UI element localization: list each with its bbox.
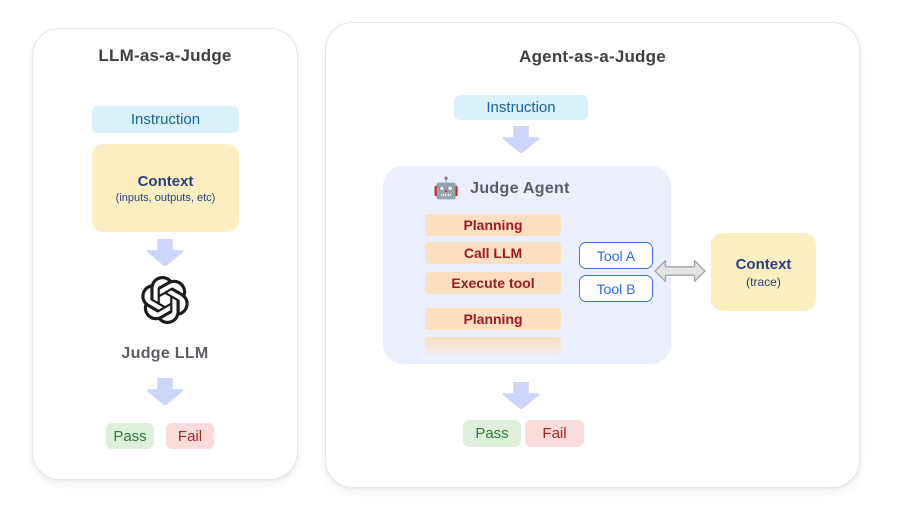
context-title: Context (735, 255, 792, 273)
down-arrow-icon (503, 126, 539, 153)
agent-step-execute-tool: Execute tool (425, 272, 561, 294)
tool-a-box: Tool A (579, 242, 653, 269)
verdict-row: Pass Fail (463, 420, 584, 447)
judge-agent-title: Judge Agent (470, 179, 570, 197)
verdict-row: Pass Fail (106, 423, 214, 449)
bidirectional-arrow-icon (654, 259, 706, 283)
pass-badge: Pass (106, 423, 154, 449)
fail-badge: Fail (166, 423, 214, 449)
agent-step-planning: Planning (425, 214, 561, 236)
instruction-box: Instruction (454, 95, 588, 120)
agent-step-faded (425, 337, 561, 359)
openai-logo-icon (141, 276, 189, 324)
llm-as-a-judge-panel: LLM-as-a-Judge Instruction Context (inpu… (32, 28, 298, 480)
context-subtitle: (inputs, outputs, etc) (115, 191, 216, 204)
down-arrow-icon (503, 382, 539, 409)
instruction-box: Instruction (92, 106, 239, 133)
judge-agent-box: 🤖 Judge Agent Planning Call LLM Execute … (383, 166, 671, 364)
agent-step-call-llm: Call LLM (425, 242, 561, 264)
context-trace-box: Context (trace) (711, 233, 816, 311)
context-subtitle: (trace) (746, 274, 781, 289)
down-arrow-icon (147, 239, 183, 266)
panel-title: Agent-as-a-Judge (519, 47, 666, 66)
panel-title: LLM-as-a-Judge (98, 46, 232, 65)
robot-icon: 🤖 (433, 177, 460, 200)
tool-b-box: Tool B (579, 275, 653, 302)
judge-llm-label: Judge LLM (121, 345, 209, 362)
agent-as-a-judge-panel: Agent-as-a-Judge Instruction 🤖 Judge Age… (325, 22, 860, 488)
context-title: Context (137, 172, 194, 190)
agent-step-planning-2: Planning (425, 308, 561, 330)
judge-agent-header: 🤖 Judge Agent (433, 178, 570, 199)
down-arrow-icon (147, 378, 183, 405)
pass-badge: Pass (463, 420, 521, 447)
fail-badge: Fail (525, 420, 584, 447)
context-box: Context (inputs, outputs, etc) (92, 144, 239, 232)
